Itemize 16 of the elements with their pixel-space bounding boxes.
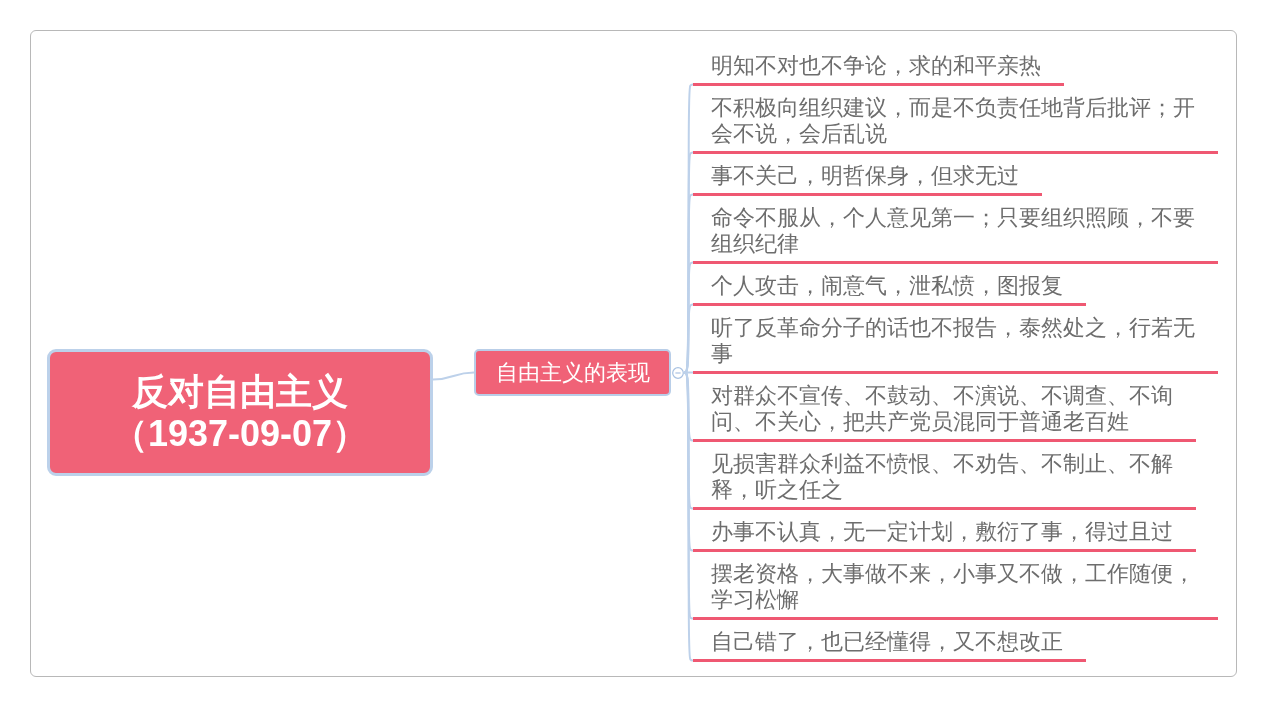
subtopic-text: 命令不服从，个人意见第一；只要组织照顾，不要组织纪律	[711, 205, 1196, 257]
subtopic-text: 见损害群众利益不愤恨、不劝告、不制止、不解释，听之任之	[711, 451, 1174, 503]
subtopic-text: 个人攻击，闹意气，泄私愤，图报复	[711, 273, 1064, 299]
subtopic-text: 办事不认真，无一定计划，敷衍了事，得过且过	[711, 519, 1174, 545]
topic-title: 反对自由主义	[132, 370, 348, 413]
connector-line	[432, 371, 475, 381]
topic-subtitle: （1937-09-07）	[111, 412, 369, 455]
central-topic-box	[47, 349, 433, 476]
subtopic-text: 听了反革命分子的话也不报告，泰然处之，行若无事	[711, 315, 1196, 367]
subtopic-text: 明知不对也不争论，求的和平亲热	[711, 53, 1042, 79]
subtopic-text: 对群众不宣传、不鼓动、不演说、不调查、不询问、不关心，把共产党员混同于普通老百姓	[711, 383, 1174, 435]
subtopic-text: 自己错了，也已经懂得，又不想改正	[711, 629, 1064, 655]
subtopic-text: 摆老资格，大事做不来，小事又不做，工作随便，学习松懈	[711, 561, 1196, 613]
subtopic-text: 事不关己，明哲保身，但求无过	[711, 163, 1020, 189]
topic-label: 自由主义的表现	[495, 359, 650, 386]
subtopic-text: 不积极向组织建议，而是不负责任地背后批评；开会不说，会后乱说	[711, 95, 1196, 147]
